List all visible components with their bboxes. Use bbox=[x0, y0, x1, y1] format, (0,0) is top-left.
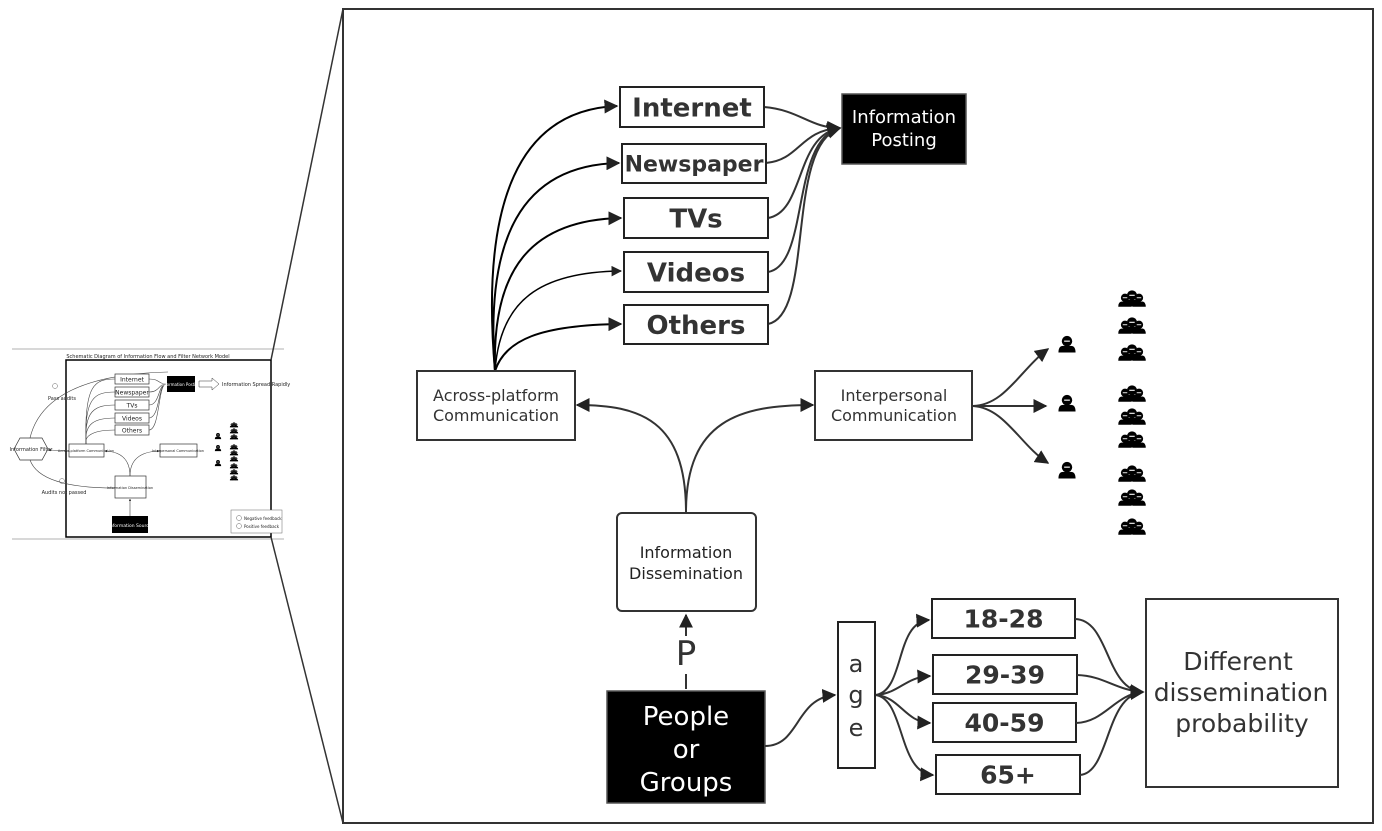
thumbnail-posting-label: Information Posting bbox=[162, 382, 201, 387]
age-group-label: 65+ bbox=[980, 761, 1036, 790]
media-to-posting-arrows bbox=[763, 106, 842, 325]
information-posting-line2: Posting bbox=[871, 130, 937, 151]
across-to-media-arrows bbox=[490, 99, 623, 372]
across-platform-line2: Communication bbox=[433, 406, 559, 425]
information-dissemination-box bbox=[616, 512, 757, 612]
across-platform-box bbox=[416, 370, 576, 441]
media-box-newspaper bbox=[621, 143, 767, 184]
thumbnail-zoom-frame bbox=[65, 359, 272, 538]
thumbnail-media-label: Videos bbox=[122, 416, 142, 423]
thumbnail-spread-label: Information Spread Rapidly bbox=[222, 382, 290, 388]
interpersonal-line2: Communication bbox=[831, 406, 957, 425]
interpersonal-to-people-arrows bbox=[972, 348, 1050, 464]
legend-negative-label: Negative feedback bbox=[244, 516, 282, 521]
media-label-newspaper: Newspaper bbox=[625, 152, 764, 177]
information-posting-box bbox=[841, 93, 967, 165]
thumbnail-media-label: TVs bbox=[126, 403, 138, 410]
thumbnail-information-dissemination bbox=[114, 475, 147, 499]
age-letter-g: g bbox=[848, 681, 863, 709]
age-group-label: 18-28 bbox=[964, 605, 1044, 634]
across-platform-line1: Across-platform bbox=[433, 386, 559, 405]
thumbnail-pass-audits: Pass audits bbox=[48, 396, 76, 402]
age-group-box bbox=[932, 654, 1078, 695]
age-group-box bbox=[935, 754, 1081, 795]
thumbnail-information-source bbox=[112, 516, 148, 533]
information-dissemination-line1: Information bbox=[640, 543, 733, 562]
thumbnail-overview: Schematic Diagram of Information Flow an… bbox=[10, 348, 290, 540]
thumbnail-interpersonal-label: Interpersonal Communication bbox=[152, 449, 204, 453]
age-group-box bbox=[932, 702, 1077, 743]
dissemination-split-arrows bbox=[575, 398, 815, 513]
age-group-label: 29-39 bbox=[965, 661, 1045, 690]
people-groups-line1: People bbox=[643, 702, 729, 732]
result-line1: Different bbox=[1183, 647, 1293, 676]
thumbnail-across-label: Across-platform Communication bbox=[58, 449, 114, 453]
media-label-videos: Videos bbox=[647, 258, 745, 288]
age-group-boxes: 18-28 29-39 40-59 65+ bbox=[931, 598, 1081, 795]
thumbnail-negative-feedback-icon bbox=[59, 478, 65, 484]
thumbnail-source-label: Information Source bbox=[109, 523, 152, 529]
media-box-internet bbox=[619, 86, 765, 128]
negative-feedback-icon bbox=[236, 515, 242, 521]
thumbnail-interpersonal bbox=[159, 443, 198, 458]
thumbnail-audits-not-passed: Audits not passed bbox=[42, 490, 87, 496]
interpersonal-box bbox=[814, 370, 973, 441]
age-group-label: 40-59 bbox=[965, 709, 1045, 738]
media-box-tvs bbox=[623, 197, 769, 239]
thumbnail-dissemination-label: Information Dissemination bbox=[107, 486, 153, 490]
age-to-groups-arrows bbox=[875, 613, 935, 782]
media-label-internet: Internet bbox=[632, 93, 752, 123]
result-box bbox=[1145, 598, 1339, 788]
age-group-box bbox=[931, 598, 1076, 639]
age-letter-e: e bbox=[849, 714, 864, 742]
thumbnail-media-label: Others bbox=[122, 428, 142, 435]
zoom-line-top bbox=[270, 8, 344, 361]
thumbnail-information-filter bbox=[13, 437, 49, 461]
thumbnail-filter-label: Information Filter bbox=[10, 447, 54, 453]
thumbnail-information-posting bbox=[167, 376, 195, 392]
people-to-age-arrow bbox=[764, 688, 837, 747]
age-box bbox=[837, 621, 876, 769]
zoom-line-bottom bbox=[270, 536, 344, 824]
p-label: P bbox=[676, 634, 697, 674]
media-box-videos bbox=[623, 251, 769, 293]
media-label-others: Others bbox=[647, 311, 746, 341]
thumbnail-media-label: Newspaper bbox=[115, 390, 149, 397]
media-box-others bbox=[623, 304, 769, 345]
legend-positive-label: Positive feedback bbox=[244, 524, 280, 529]
age-letter-a: a bbox=[849, 650, 864, 678]
information-posting-line1: Information bbox=[852, 107, 956, 128]
information-dissemination-line2: Dissemination bbox=[629, 564, 743, 583]
people-groups-line2: or bbox=[673, 735, 700, 765]
thumbnail-positive-feedback-icon bbox=[52, 383, 58, 389]
positive-feedback-icon bbox=[236, 523, 242, 529]
result-line3: probability bbox=[1175, 709, 1309, 738]
thumbnail-people-icons bbox=[214, 422, 238, 480]
people-groups-line3: Groups bbox=[640, 768, 733, 798]
interpersonal-line1: Interpersonal bbox=[841, 386, 948, 405]
result-line2: dissemination bbox=[1154, 678, 1329, 707]
groups-to-result-arrows bbox=[1074, 618, 1145, 776]
thumbnail-title: Schematic Diagram of Information Flow an… bbox=[66, 354, 229, 360]
media-label-tvs: TVs bbox=[669, 204, 722, 234]
people-groups-box bbox=[606, 690, 766, 804]
thumbnail-spread-arrow-icon bbox=[198, 377, 220, 391]
thumbnail-legend bbox=[230, 509, 283, 534]
thumbnail-media-label: Internet bbox=[120, 377, 144, 384]
thumbnail-across-platform bbox=[68, 443, 105, 458]
